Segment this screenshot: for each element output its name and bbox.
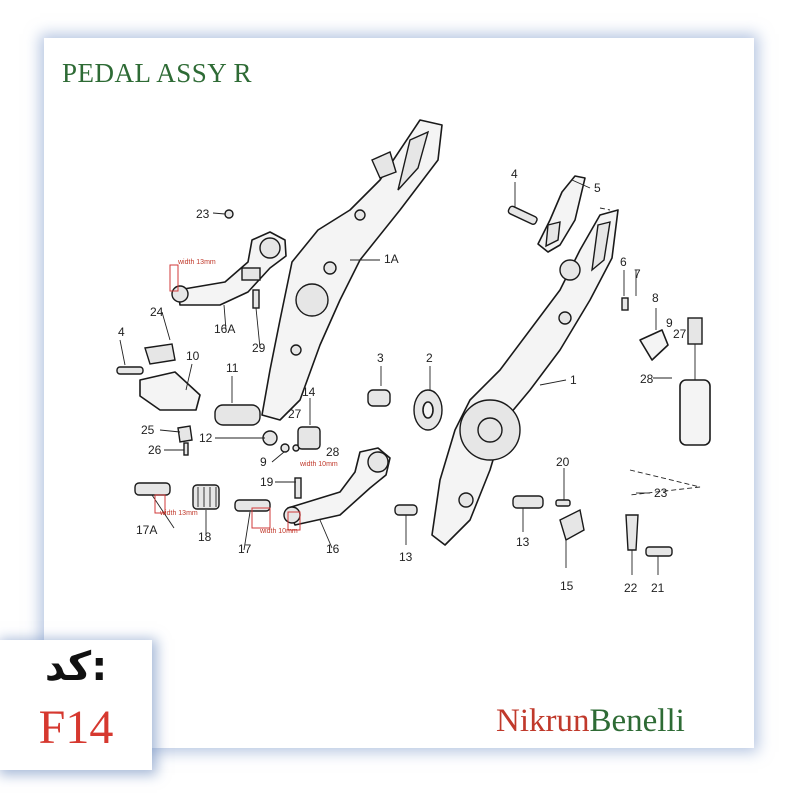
bushing-3 [367,389,391,407]
bolt-17a [134,482,171,496]
label-24: 24 [150,305,164,319]
dim-width-10mm-bottom: width 10mm [259,528,298,535]
pedal-5 [537,175,586,253]
label-16: 16 [326,542,340,556]
label-22: 22 [624,581,638,595]
shaft-11 [214,404,261,426]
footpeg-10 [139,371,201,411]
label-1a: 1A [384,252,399,266]
label-29: 29 [252,341,266,355]
label-23-top: 23 [196,207,210,221]
label-27-right: 27 [673,327,687,341]
master-cylinder [679,379,711,446]
label-15: 15 [560,579,574,593]
lever-16 [287,447,391,526]
label-11: 11 [226,361,239,375]
product-code-box: کد: F14 [0,640,152,770]
code-value: F14 [38,701,114,754]
label-26: 26 [148,443,162,457]
label-9-right: 9 [666,316,673,330]
label-20: 20 [556,455,570,469]
brand-nikrun: Nikrun [496,703,590,739]
bracket-8 [639,329,669,361]
label-17a: 17A [136,523,157,537]
spring-15 [559,508,585,542]
label-9-left: 9 [260,455,267,469]
label-23-right: 23 [654,486,668,500]
label-28-left: 28 [326,445,340,459]
label-4-top: 4 [511,167,518,181]
label-1: 1 [570,373,577,387]
bracket-1 [431,209,619,546]
label-14: 14 [302,385,316,399]
label-19: 19 [260,475,274,489]
label-17: 17 [238,542,252,556]
brand-watermark: NikrunBenelli [496,703,685,740]
label-21: 21 [651,581,665,595]
dim-width-13mm-upper: width 13mm [177,259,216,266]
label-13-right: 13 [516,535,530,549]
label-10: 10 [186,349,200,363]
label-13-left: 13 [399,550,413,564]
code-label: کد: [44,644,108,690]
rubber-24 [144,343,176,365]
diagram-title: PEDAL ASSY R [62,58,253,88]
bracket-1a [261,119,443,421]
label-12: 12 [199,431,213,445]
label-4-left: 4 [118,325,125,339]
label-28-right: 28 [640,372,654,386]
label-27-left: 27 [288,407,302,421]
label-5: 5 [594,181,601,195]
label-18: 18 [198,530,212,544]
dim-width-10mm-lower: width 10mm [299,461,338,468]
label-3: 3 [377,351,384,365]
label-25: 25 [141,423,155,437]
brand-benelli: Benelli [589,703,685,739]
label-2: 2 [426,351,433,365]
spring-18 [192,484,220,510]
label-16a: 16A [214,322,235,336]
lever-16a [177,231,287,306]
dim-width-13mm-lower: width 13mm [159,510,198,517]
label-6: 6 [620,255,627,269]
label-8: 8 [652,291,659,305]
label-7: 7 [634,267,641,281]
